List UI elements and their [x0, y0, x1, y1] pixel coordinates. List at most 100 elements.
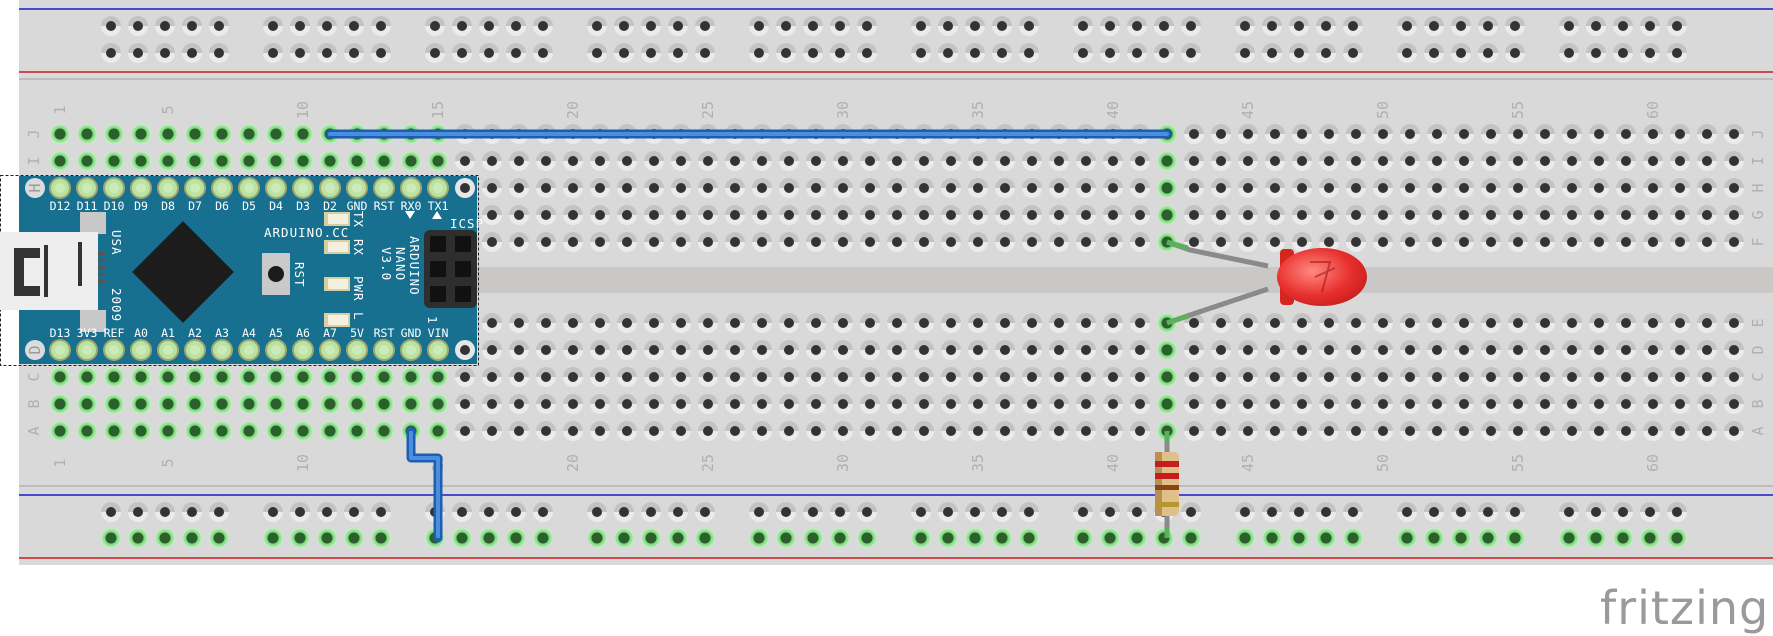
hole-C5[interactable]: [158, 367, 178, 387]
hole-I25[interactable]: [698, 151, 718, 171]
hole-B35[interactable]: [968, 394, 988, 414]
hole-I62[interactable]: [1697, 151, 1717, 171]
hole-J9[interactable]: [266, 124, 286, 144]
pin-gnd[interactable]: [346, 177, 368, 199]
rail-hole[interactable]: [452, 16, 472, 36]
rail-hole[interactable]: [128, 502, 148, 522]
wire-a14-rail[interactable]: [406, 426, 443, 543]
hole-F41[interactable]: [1130, 232, 1150, 252]
hole-A34[interactable]: [941, 421, 961, 441]
hole-C28[interactable]: [779, 367, 799, 387]
rail-hole[interactable]: [101, 43, 121, 63]
hole-G28[interactable]: [779, 205, 799, 225]
hole-C14[interactable]: [401, 367, 421, 387]
hole-J6[interactable]: [185, 124, 205, 144]
rail-hole[interactable]: [857, 43, 877, 63]
hole-F45[interactable]: [1238, 232, 1258, 252]
hole-H46[interactable]: [1265, 178, 1285, 198]
hole-D40[interactable]: [1103, 340, 1123, 360]
rail-hole[interactable]: [1019, 528, 1039, 548]
hole-H43[interactable]: [1184, 178, 1204, 198]
pin-d6[interactable]: [211, 177, 233, 199]
hole-B40[interactable]: [1103, 394, 1123, 414]
hole-I36[interactable]: [995, 151, 1015, 171]
rail-hole[interactable]: [857, 528, 877, 548]
hole-G44[interactable]: [1211, 205, 1231, 225]
hole-E54[interactable]: [1481, 313, 1501, 333]
hole-B63[interactable]: [1724, 394, 1744, 414]
rail-hole[interactable]: [965, 16, 985, 36]
rail-hole[interactable]: [938, 16, 958, 36]
rail-hole[interactable]: [1262, 502, 1282, 522]
hole-I24[interactable]: [671, 151, 691, 171]
hole-A2[interactable]: [77, 421, 97, 441]
reset-button-cap[interactable]: [268, 266, 284, 282]
hole-C63[interactable]: [1724, 367, 1744, 387]
rail-hole[interactable]: [317, 43, 337, 63]
rail-hole[interactable]: [1100, 502, 1120, 522]
hole-E22[interactable]: [617, 313, 637, 333]
pin-d5[interactable]: [238, 177, 260, 199]
pin-d12[interactable]: [49, 177, 71, 199]
hole-A38[interactable]: [1049, 421, 1069, 441]
hole-H28[interactable]: [779, 178, 799, 198]
hole-E37[interactable]: [1022, 313, 1042, 333]
hole-G55[interactable]: [1508, 205, 1528, 225]
hole-E55[interactable]: [1508, 313, 1528, 333]
rail-hole[interactable]: [1289, 528, 1309, 548]
hole-I56[interactable]: [1535, 151, 1555, 171]
rail-hole[interactable]: [1100, 16, 1120, 36]
rail-hole[interactable]: [101, 502, 121, 522]
hole-D48[interactable]: [1319, 340, 1339, 360]
hole-C39[interactable]: [1076, 367, 1096, 387]
hole-I57[interactable]: [1562, 151, 1582, 171]
hole-B10[interactable]: [293, 394, 313, 414]
hole-A3[interactable]: [104, 421, 124, 441]
hole-F26[interactable]: [725, 232, 745, 252]
hole-G33[interactable]: [914, 205, 934, 225]
rail-hole[interactable]: [803, 528, 823, 548]
hole-G26[interactable]: [725, 205, 745, 225]
hole-H49[interactable]: [1346, 178, 1366, 198]
hole-B20[interactable]: [563, 394, 583, 414]
hole-C10[interactable]: [293, 367, 313, 387]
hole-C11[interactable]: [320, 367, 340, 387]
rail-hole[interactable]: [830, 528, 850, 548]
hole-C15[interactable]: [428, 367, 448, 387]
pin-rst[interactable]: [373, 177, 395, 199]
rail-hole[interactable]: [695, 528, 715, 548]
rail-hole[interactable]: [371, 16, 391, 36]
hole-A25[interactable]: [698, 421, 718, 441]
hole-G17[interactable]: [482, 205, 502, 225]
rail-hole[interactable]: [1640, 502, 1660, 522]
hole-D35[interactable]: [968, 340, 988, 360]
rail-hole[interactable]: [1343, 43, 1363, 63]
hole-A45[interactable]: [1238, 421, 1258, 441]
hole-B45[interactable]: [1238, 394, 1258, 414]
rail-hole[interactable]: [965, 528, 985, 548]
hole-C27[interactable]: [752, 367, 772, 387]
pin-d8[interactable]: [157, 177, 179, 199]
hole-C47[interactable]: [1292, 367, 1312, 387]
hole-E18[interactable]: [509, 313, 529, 333]
rail-hole[interactable]: [1397, 16, 1417, 36]
hole-D27[interactable]: [752, 340, 772, 360]
hole-F28[interactable]: [779, 232, 799, 252]
hole-D58[interactable]: [1589, 340, 1609, 360]
rail-hole[interactable]: [668, 502, 688, 522]
hole-B4[interactable]: [131, 394, 151, 414]
hole-D39[interactable]: [1076, 340, 1096, 360]
rail-hole[interactable]: [1451, 502, 1471, 522]
hole-E25[interactable]: [698, 313, 718, 333]
rail-hole[interactable]: [1073, 16, 1093, 36]
rail-hole[interactable]: [182, 502, 202, 522]
hole-D46[interactable]: [1265, 340, 1285, 360]
hole-C7[interactable]: [212, 367, 232, 387]
hole-E29[interactable]: [806, 313, 826, 333]
rail-hole[interactable]: [209, 16, 229, 36]
hole-F23[interactable]: [644, 232, 664, 252]
hole-B25[interactable]: [698, 394, 718, 414]
hole-A23[interactable]: [644, 421, 664, 441]
hole-I58[interactable]: [1589, 151, 1609, 171]
hole-G20[interactable]: [563, 205, 583, 225]
